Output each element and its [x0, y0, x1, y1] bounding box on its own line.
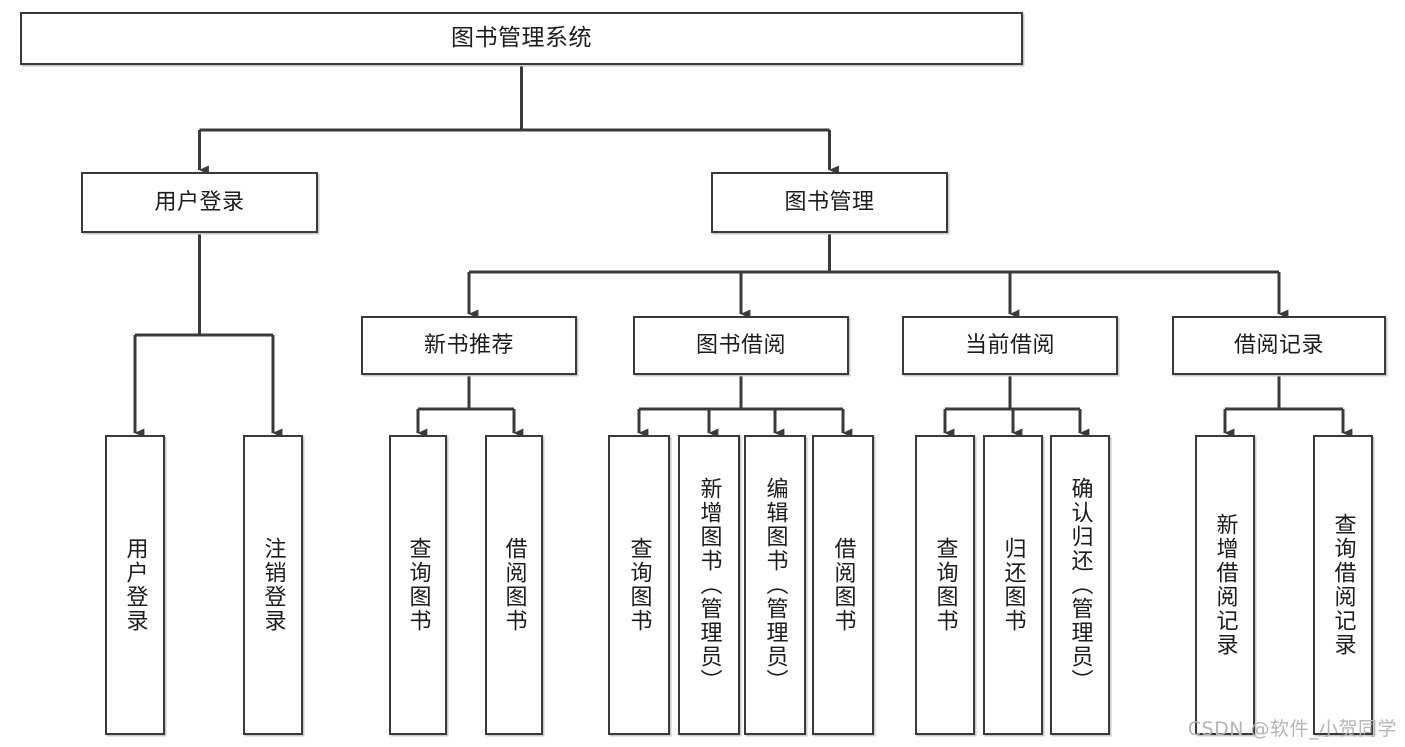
- node-leaf-add-record[interactable]: 新增借阅记录: [1195, 435, 1255, 735]
- node-leaf-query-record[interactable]: 查询借阅记录: [1313, 435, 1373, 735]
- node-book-manage[interactable]: 图书管理: [711, 172, 948, 233]
- edge-group: [133, 65, 1353, 438]
- node-label: 借阅图书: [830, 537, 856, 633]
- node-leaf-query-book-1[interactable]: 查询图书: [389, 435, 447, 735]
- node-label: 用户登录: [122, 537, 148, 633]
- node-leaf-borrow-book-1[interactable]: 借阅图书: [485, 435, 543, 735]
- node-label: 查询图书: [932, 537, 958, 633]
- node-label: 确认归还（管理员）: [1067, 477, 1093, 693]
- node-label: 图书管理系统: [451, 24, 592, 51]
- node-leaf-user-logout[interactable]: 注销登录: [243, 435, 303, 735]
- node-leaf-confirm-return[interactable]: 确认归还（管理员）: [1050, 435, 1110, 735]
- node-leaf-edit-book[interactable]: 编辑图书（管理员）: [744, 435, 806, 735]
- node-book-borrow[interactable]: 图书借阅: [633, 316, 849, 375]
- node-label: 归还图书: [1000, 537, 1026, 633]
- node-new-book-rec[interactable]: 新书推荐: [361, 316, 577, 375]
- node-label: 图书管理: [784, 189, 875, 215]
- node-label: 查询图书: [626, 537, 652, 633]
- node-label: 新增借阅记录: [1212, 513, 1238, 657]
- node-label: 借阅图书: [501, 537, 527, 633]
- node-leaf-add-book[interactable]: 新增图书（管理员）: [678, 435, 740, 735]
- node-user-login[interactable]: 用户登录: [81, 172, 318, 233]
- node-label: 注销登录: [260, 537, 286, 633]
- node-root[interactable]: 图书管理系统: [20, 12, 1023, 65]
- node-label: 新书推荐: [423, 332, 514, 358]
- node-label: 当前借阅: [964, 332, 1055, 358]
- node-borrow-record[interactable]: 借阅记录: [1172, 316, 1386, 375]
- node-label: 借阅记录: [1233, 332, 1324, 358]
- node-label: 查询借阅记录: [1330, 513, 1356, 657]
- node-current-borrow[interactable]: 当前借阅: [902, 316, 1118, 375]
- node-label: 新增图书（管理员）: [696, 477, 722, 693]
- node-leaf-user-login[interactable]: 用户登录: [105, 435, 165, 735]
- node-leaf-query-book-2[interactable]: 查询图书: [608, 435, 670, 735]
- watermark-text: CSDN @软件_小贺同学: [1187, 718, 1397, 740]
- node-label: 用户登录: [154, 189, 245, 215]
- node-label: 编辑图书（管理员）: [762, 477, 788, 693]
- node-label: 查询图书: [405, 537, 431, 633]
- node-leaf-query-book-3[interactable]: 查询图书: [915, 435, 975, 735]
- node-leaf-borrow-book-2[interactable]: 借阅图书: [812, 435, 874, 735]
- node-leaf-return-book[interactable]: 归还图书: [983, 435, 1043, 735]
- node-label: 图书借阅: [695, 332, 786, 358]
